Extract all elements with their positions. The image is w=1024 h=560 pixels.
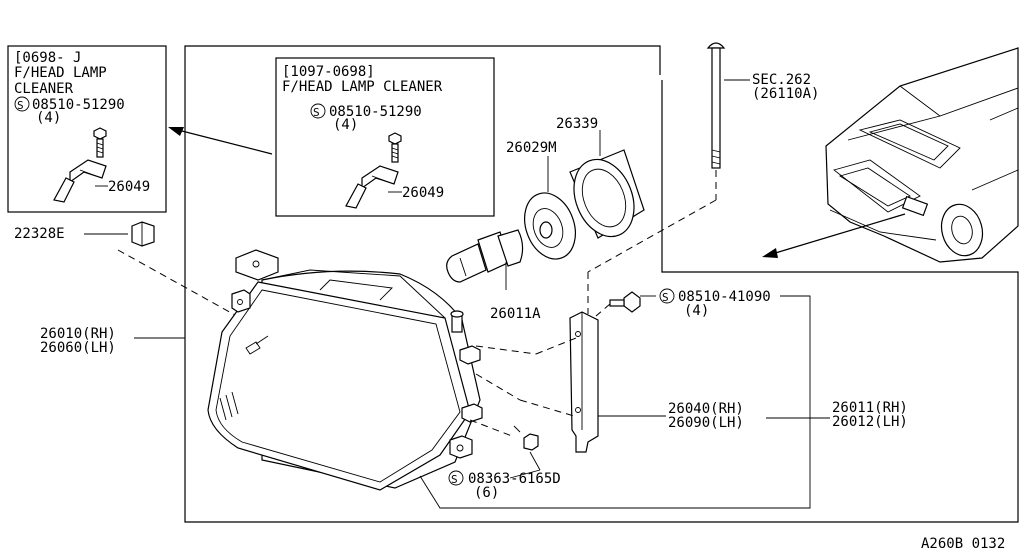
lower-screw-label: 08363-6165D (468, 471, 561, 487)
assembly-rh-label: 26011(RH) (832, 400, 908, 416)
assembly-frame (184, 45, 1019, 523)
vehicle-pointer-arrow (762, 213, 906, 258)
cap-label: 26339 (556, 116, 598, 132)
upper-screw-part: S 08510-41090 (4) (419, 288, 811, 509)
inset-left-bolt-part: 08510-51290 (32, 97, 125, 113)
headlamp-housing (207, 249, 483, 491)
vehicle-illustration (825, 47, 1019, 263)
inset-mid-bolt-part: 08510-51290 (329, 104, 422, 120)
long-bolt-part: SEC.262 (26110A) (587, 42, 819, 273)
housing-rh-label: 26010(RH) (40, 326, 116, 342)
inset-mid-line-2: F/HEAD LAMP CLEANER (282, 79, 443, 95)
clip-part: 22328E (14, 221, 263, 331)
upper-screw-s-mark: S (662, 291, 669, 304)
inset-left-line-2: F/HEAD LAMP (14, 65, 107, 81)
upper-screw-label: 08510-41090 (678, 289, 771, 305)
mount-bracket-part: 26040(RH) 26090(LH) (569, 311, 830, 453)
cap-part: 26339 (556, 116, 645, 239)
housing-lh-label: 26060(LH) (40, 340, 116, 356)
inset-mid-line-1: [1097-0698] (282, 64, 375, 80)
inset-left-s-mark: S (17, 99, 24, 112)
inset-mid-bracket-part: 26049 (402, 185, 444, 201)
bracket-rh-label: 26040(RH) (668, 401, 744, 417)
bulb-part: 26011A (446, 229, 541, 322)
inset-left-bolt-qty: (4) (36, 110, 61, 126)
inset-mid-bolt-icon (388, 132, 402, 163)
inset-left-bracket-part: 26049 (108, 179, 150, 195)
socket-part: 26029M (506, 140, 576, 260)
upper-screw-qty: (4) (684, 303, 709, 319)
inset-mid-box: [1097-0698] F/HEAD LAMP CLEANER S 08510-… (275, 57, 495, 217)
inset-left-line-1: [0698- J (14, 50, 81, 66)
sec-ref-sub-label: (26110A) (752, 86, 819, 102)
inset-left-bolt-icon (93, 127, 107, 158)
inset-left-box: [0698- J F/HEAD LAMP CLEANER S 08510-512… (7, 45, 167, 213)
inset-mid-bracket-icon (345, 165, 399, 209)
clip-label: 22328E (14, 226, 65, 242)
lower-screw-s-mark: S (451, 473, 458, 486)
inset-mid-bolt-qty: (4) (333, 117, 358, 133)
diagram-code: A260B 0132 (921, 536, 1005, 552)
assembly-lh-label: 26012(LH) (832, 414, 908, 430)
lower-screw-part: S 08363-6165D (6) (448, 425, 561, 501)
inset-left-bracket-icon (53, 159, 107, 203)
lower-screw-qty: (6) (474, 485, 499, 501)
socket-label: 26029M (506, 140, 557, 156)
sec-ref-label: SEC.262 (752, 72, 811, 88)
bulb-label: 26011A (490, 306, 541, 322)
inset-left-line-3: CLEANER (14, 81, 74, 97)
inset-mid-s-mark: S (313, 106, 320, 119)
inset-link-arrow (168, 127, 273, 155)
bracket-lh-label: 26090(LH) (668, 415, 744, 431)
